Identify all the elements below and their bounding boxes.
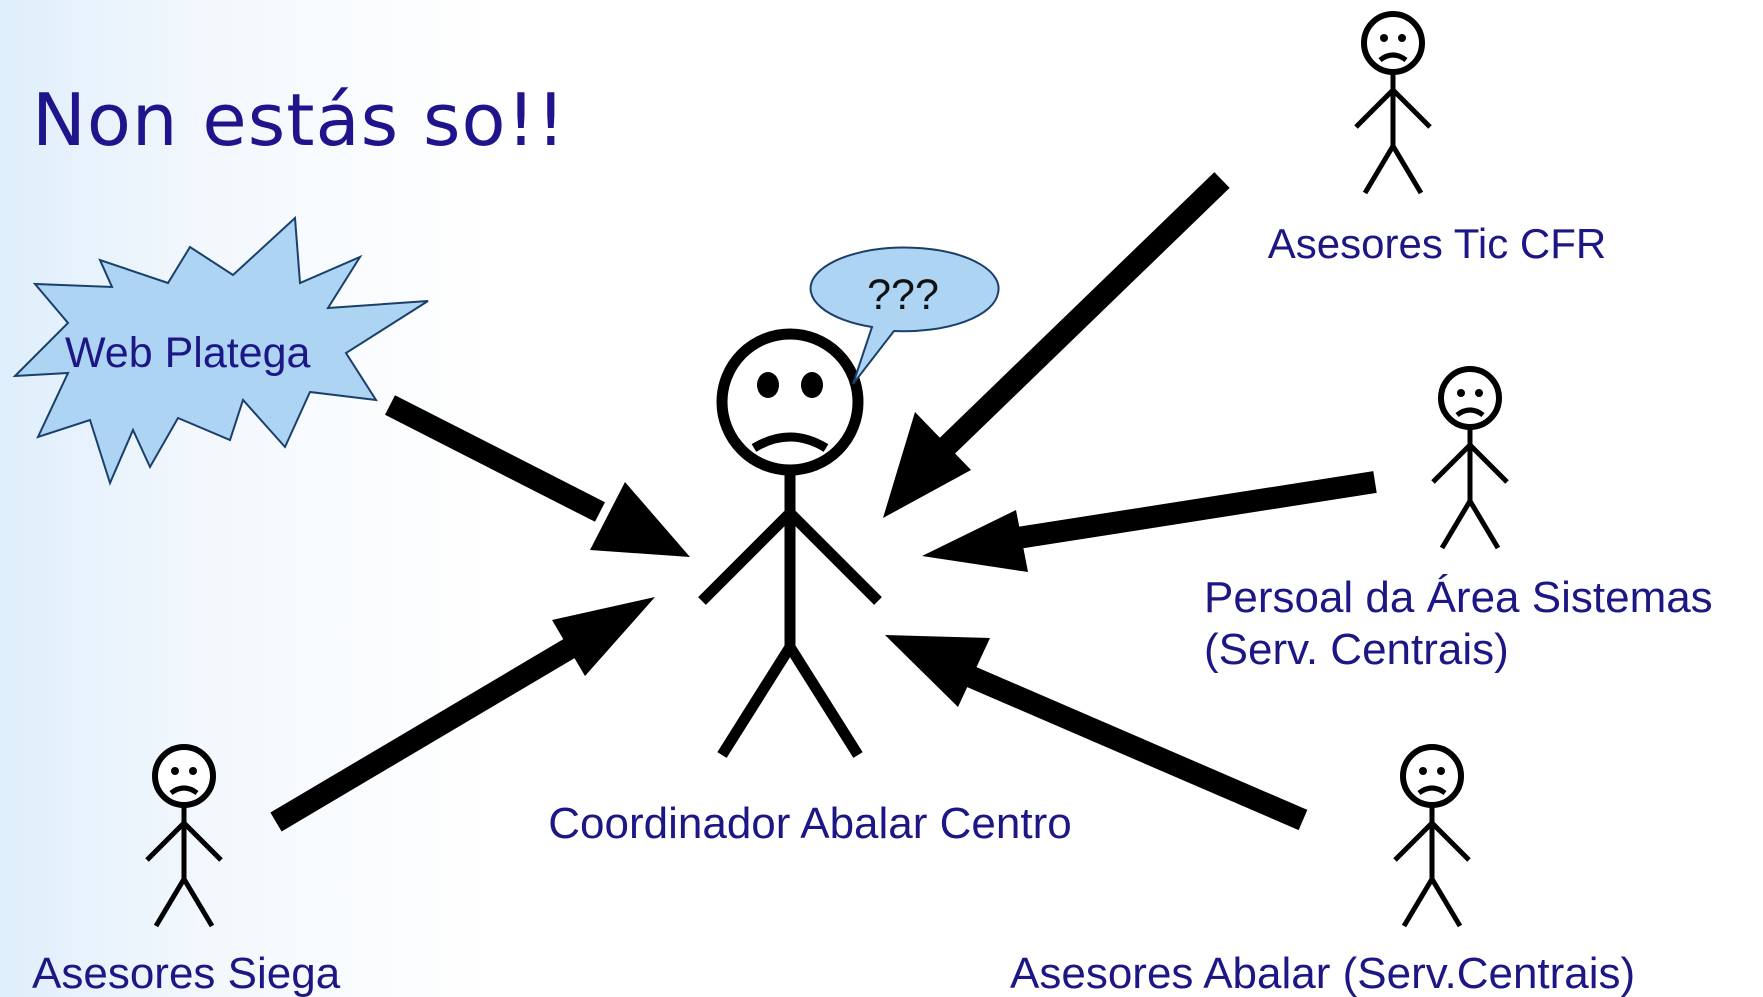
arrow-from-abalar bbox=[885, 635, 1308, 831]
persoal-label-line1: Persoal da Área Sistemas bbox=[1204, 573, 1713, 622]
arrows bbox=[270, 172, 1377, 832]
sad-face-icon bbox=[716, 328, 864, 476]
slide-title: Non estás so!! bbox=[32, 78, 567, 162]
speech-bubble-icon bbox=[809, 246, 1000, 385]
arrow-from-web bbox=[385, 395, 690, 557]
speech-bubble-text: ??? bbox=[867, 271, 939, 319]
persoal-label-line2: (Serv. Centrais) bbox=[1204, 625, 1509, 674]
explosion-shape-icon bbox=[12, 215, 429, 486]
abalar-label: Asesores Abalar (Serv.Centrais) bbox=[1010, 949, 1635, 997]
person-tic-cfr bbox=[1356, 14, 1430, 193]
web-platega-burst: Web Platega bbox=[12, 215, 429, 486]
arrow-from-siega bbox=[270, 597, 655, 832]
central-figure bbox=[698, 328, 882, 758]
web-platega-label: Web Platega bbox=[65, 329, 311, 377]
person-siega bbox=[147, 747, 221, 926]
person-persoal-sistemas bbox=[1433, 369, 1507, 548]
person-abalar bbox=[1395, 747, 1469, 926]
arrow-from-tic bbox=[883, 172, 1230, 518]
siega-label: Asesores Siega bbox=[32, 949, 341, 997]
tic-cfr-label: Asesores Tic CFR bbox=[1268, 220, 1606, 267]
arrow-from-persoal bbox=[922, 471, 1377, 572]
central-figure-label: Coordinador Abalar Centro bbox=[548, 799, 1071, 848]
speech-bubble: ??? bbox=[809, 246, 1000, 385]
